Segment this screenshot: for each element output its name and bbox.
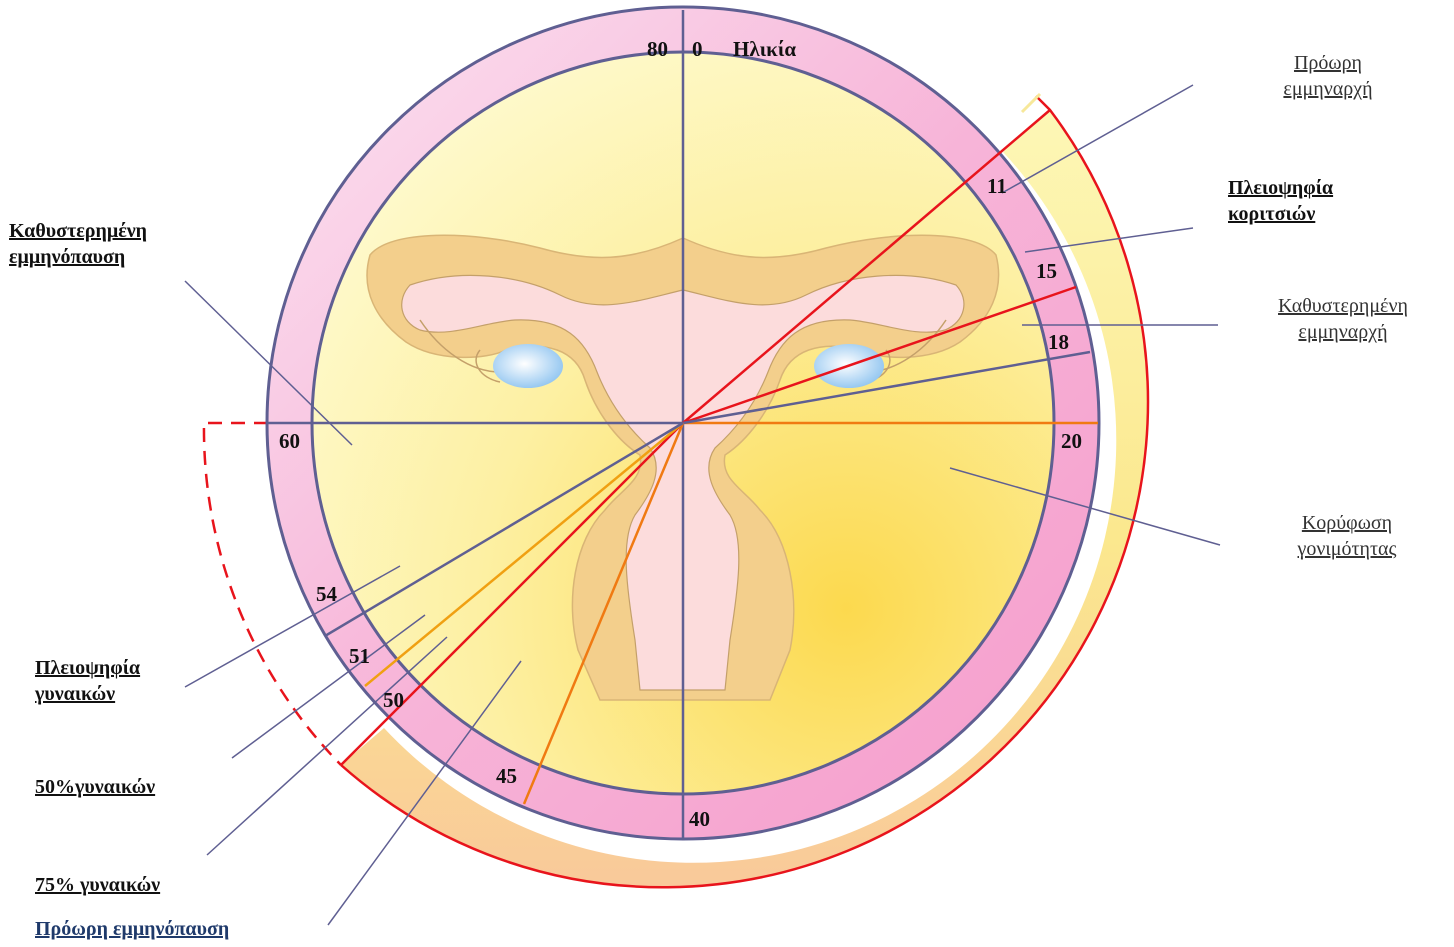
outer-band-tick-top (1022, 94, 1040, 112)
label-late-menarche-line1: Καθυστερημένη (1253, 293, 1433, 319)
label-peak-fertility-line1: Κορύφωση (1272, 510, 1422, 536)
label-majority-women-line2: γυναικών (35, 681, 140, 707)
label-majority-girls-line2: κοριτσιών (1228, 201, 1333, 227)
label-early-menopause: Πρόωρη εμμηνόπαυση (35, 916, 229, 942)
tick-45: 45 (496, 764, 517, 788)
left-ovary (493, 344, 563, 388)
tick-54: 54 (316, 582, 338, 606)
label-early-menarche: Πρόωρη εμμηναρχή (1268, 50, 1388, 102)
label-late-menopause-line2: εμμηνόπαυση (9, 244, 147, 270)
tick-15: 15 (1036, 259, 1057, 283)
label-peak-fertility: Κορύφωση γονιμότητας (1272, 510, 1422, 562)
tick-80: 80 (647, 37, 668, 61)
label-women-75: 75% γυναικών (35, 872, 160, 898)
label-majority-women: Πλειοψηφία γυναικών (35, 655, 140, 707)
age-label: Ηλικία (733, 37, 796, 61)
label-late-menarche-line2: εμμηναρχή (1253, 319, 1433, 345)
tick-40: 40 (689, 807, 710, 831)
label-late-menopause: Καθυστερημένη εμμηνόπαυση (9, 218, 147, 270)
label-majority-girls: Πλειοψηφία κοριτσιών (1228, 175, 1333, 227)
label-majority-girls-line1: Πλειοψηφία (1228, 175, 1333, 201)
label-early-menarche-line2: εμμηναρχή (1268, 76, 1388, 102)
label-late-menopause-line1: Καθυστερημένη (9, 218, 147, 244)
tick-51: 51 (349, 644, 370, 668)
label-late-menarche: Καθυστερημένη εμμηναρχή (1253, 293, 1433, 345)
label-early-menarche-line1: Πρόωρη (1268, 50, 1388, 76)
label-peak-fertility-line2: γονιμότητας (1272, 536, 1422, 562)
tick-0: 0 (692, 37, 703, 61)
tick-20: 20 (1061, 429, 1082, 453)
tick-11: 11 (987, 174, 1007, 198)
label-majority-women-line1: Πλειοψηφία (35, 655, 140, 681)
tick-50: 50 (383, 688, 404, 712)
tick-18: 18 (1048, 330, 1069, 354)
tick-60: 60 (279, 429, 300, 453)
leader-women-75 (207, 637, 447, 855)
label-women-50: 50%γυναικών (35, 774, 155, 800)
